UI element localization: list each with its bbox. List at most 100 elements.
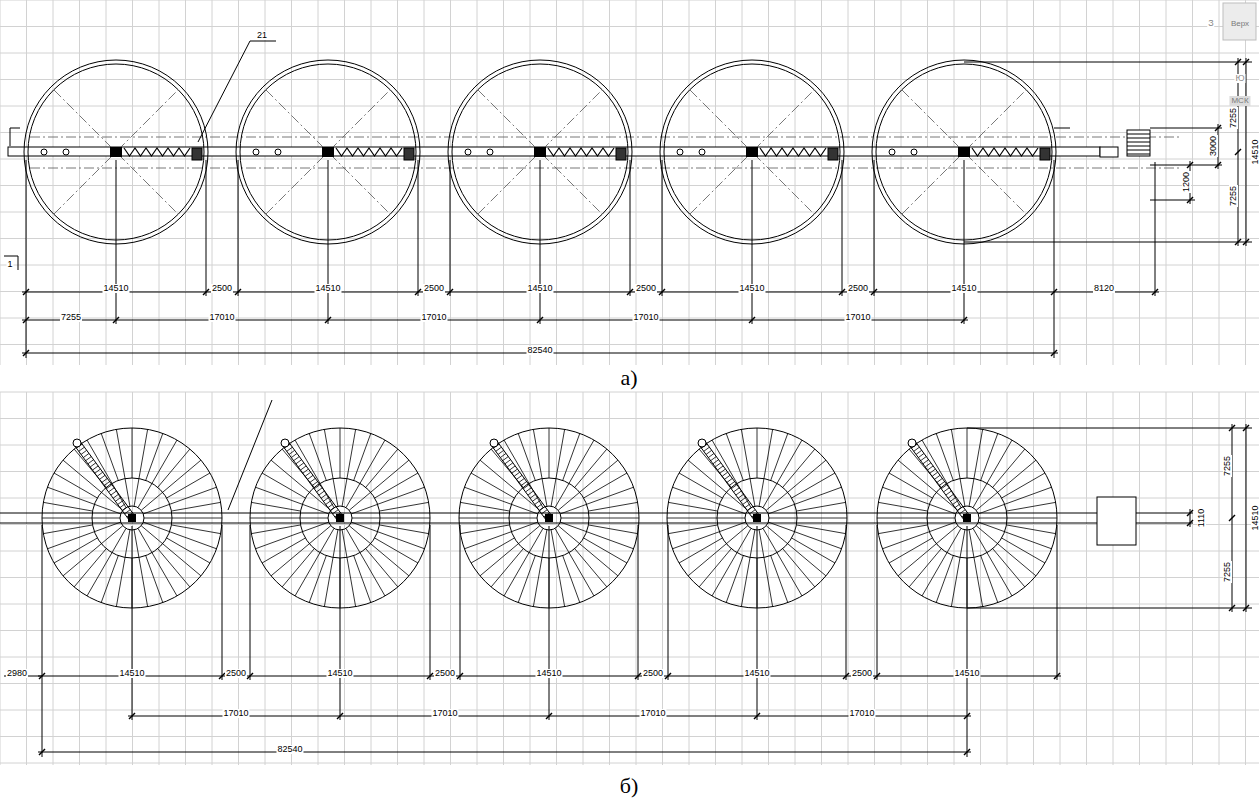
radial-rib	[255, 487, 302, 504]
coordinate-system-label-holder: МСК	[1229, 89, 1250, 107]
radial-rib	[929, 522, 955, 532]
callout-number: 1	[6, 260, 13, 269]
grid-line	[1219, 0, 1220, 365]
radial-rib	[763, 528, 777, 552]
radial-rib	[54, 538, 97, 563]
ladder-rung	[104, 482, 110, 486]
extension-line	[967, 526, 968, 720]
radial-rib	[379, 525, 428, 534]
radial-rib	[792, 538, 835, 563]
grid-line	[848, 0, 849, 365]
dimension-text-holder: 14510	[118, 662, 145, 680]
ladder-rail	[282, 445, 337, 520]
radial-rib	[282, 549, 314, 587]
dimension-tick	[235, 289, 241, 295]
radial-rib	[769, 518, 797, 519]
dimension-text-holder: 2500	[847, 277, 869, 295]
dimension-tick	[537, 317, 543, 323]
radial-rib	[712, 440, 737, 483]
discharge-unit	[828, 148, 838, 160]
radial-rib	[771, 556, 788, 603]
grid-line	[0, 53, 1259, 54]
grid-line	[874, 0, 875, 365]
ladder-rung	[937, 478, 943, 482]
ladder-rung	[305, 472, 311, 476]
radial-rib	[152, 440, 177, 483]
ladder-rung	[950, 497, 956, 501]
drive-unit	[336, 514, 344, 522]
dimension-text: 14510	[953, 669, 980, 678]
dimension-text: 14510	[314, 284, 341, 293]
extension-line	[116, 160, 117, 324]
extension-line	[1057, 525, 1058, 680]
radial-rib	[1002, 538, 1045, 563]
radial-rib	[759, 530, 764, 558]
radial-rib	[558, 492, 579, 510]
grid-line	[980, 392, 981, 765]
radial-rib	[788, 460, 826, 492]
grid-line	[768, 392, 769, 765]
ladder-rung	[106, 485, 112, 489]
grid-line	[1086, 392, 1087, 765]
drive-unit	[958, 147, 970, 157]
ladder-rung	[930, 469, 936, 473]
grid-line	[0, 524, 1259, 525]
grid-line	[344, 0, 345, 365]
radial-rib	[922, 553, 947, 596]
grid-line	[1033, 0, 1034, 365]
ladder-rung	[307, 475, 313, 479]
dimension-tick	[23, 289, 29, 295]
grid-line	[53, 0, 54, 365]
radial-rib	[960, 530, 965, 558]
grid-line	[0, 344, 1259, 345]
radial-rib	[351, 504, 377, 514]
coordinate-system-label: МСК	[1229, 96, 1250, 106]
radial-rib	[561, 518, 589, 519]
ladder-rung	[498, 450, 504, 454]
radial-rib	[555, 528, 569, 552]
radial-rib	[974, 557, 983, 606]
radial-rib	[143, 504, 169, 514]
radial-rib	[262, 473, 305, 498]
radial-rib	[255, 532, 302, 549]
radial-rib	[542, 479, 547, 507]
grid-line	[503, 392, 504, 765]
ladder-rung	[530, 494, 536, 498]
ladder-rung	[86, 457, 92, 461]
discharge-unit	[192, 148, 202, 160]
grid-line	[1060, 392, 1061, 765]
extension-line	[1140, 513, 1193, 514]
radial-rib	[347, 429, 356, 478]
dimension-text: 1200	[1182, 171, 1191, 193]
view-cube-label: З	[1207, 19, 1214, 28]
equipment-box	[1097, 497, 1136, 545]
leader-line	[228, 400, 272, 510]
dimension-text-holder: 14510	[526, 277, 553, 295]
dimension-text-holder: 17010	[222, 702, 249, 720]
stair-step	[1127, 134, 1150, 135]
grid-line	[0, 657, 1259, 658]
ladder-rail	[74, 445, 129, 520]
grid-line	[1139, 0, 1140, 365]
leader-line	[250, 41, 276, 42]
ladder-rung	[722, 472, 728, 476]
grid-line	[371, 0, 372, 365]
valve-symbol	[275, 149, 281, 155]
ladder-rung	[953, 500, 959, 504]
dimension-text: 2500	[434, 669, 456, 678]
dimension-text: 14510	[535, 669, 562, 678]
dimension-tick	[1215, 125, 1221, 131]
radial-rib	[792, 473, 835, 498]
extension-line	[238, 160, 239, 296]
dimension-tick	[1051, 350, 1057, 356]
dimension-tick	[23, 317, 29, 323]
dimension-text: 14510	[738, 284, 765, 293]
radial-rib	[139, 557, 148, 606]
grid-line	[821, 392, 822, 765]
radial-rib	[699, 549, 731, 587]
radial-rib	[973, 483, 987, 507]
dimension-text-holder: 2500	[635, 277, 657, 295]
view-cube-label: Ю	[1234, 74, 1245, 83]
dimension-text-holder: 1200	[1175, 171, 1193, 193]
